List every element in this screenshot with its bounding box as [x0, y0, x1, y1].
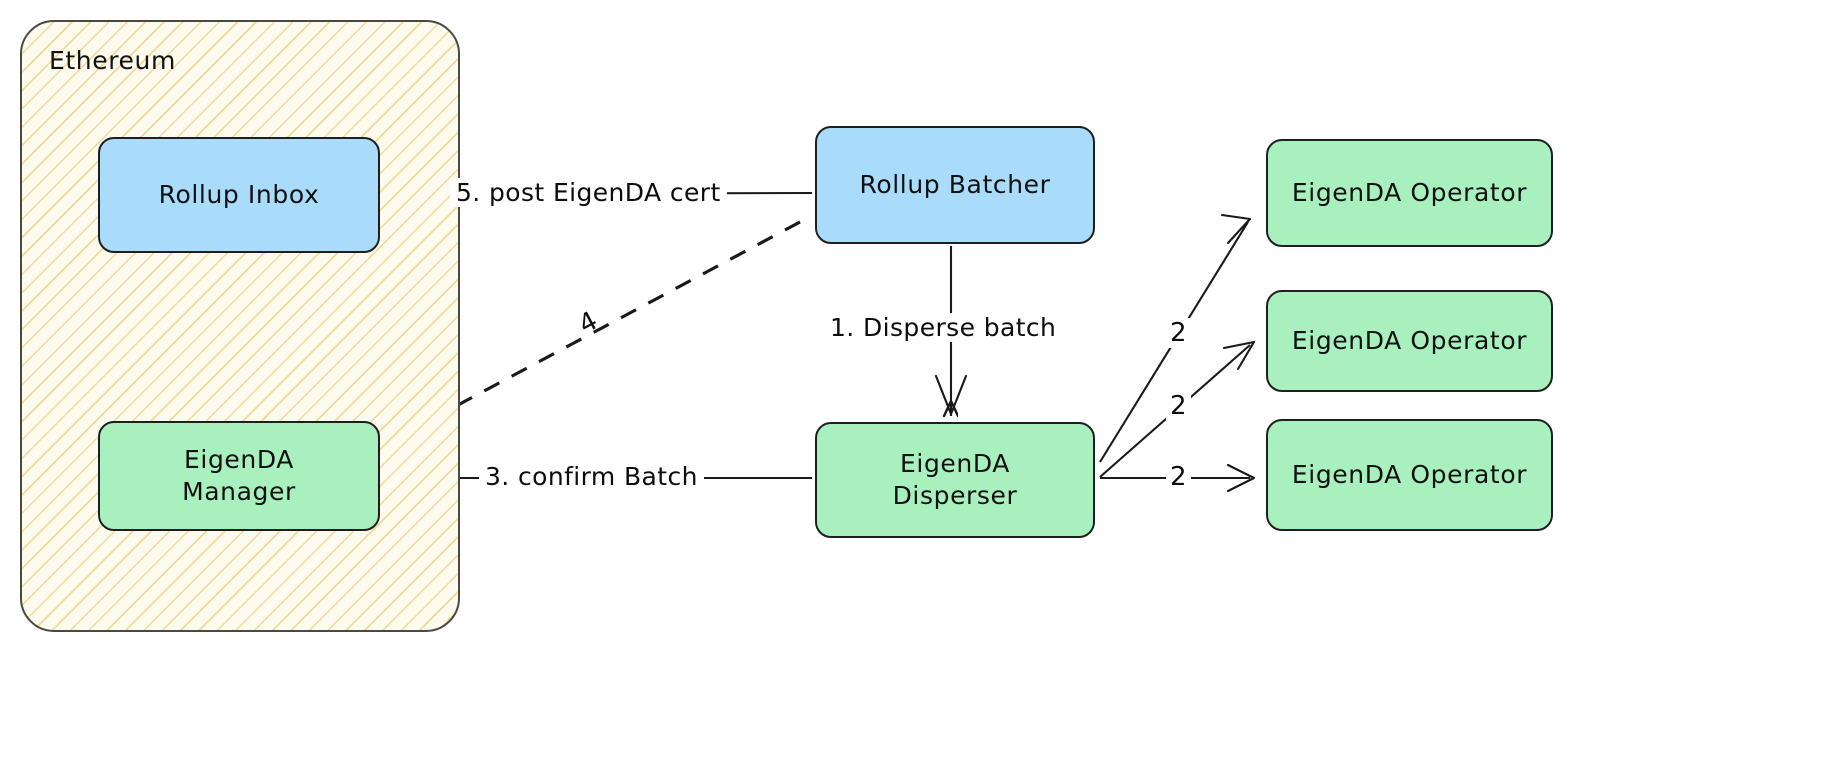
node-rollup-batcher[interactable]: Rollup Batcher [815, 126, 1095, 244]
node-eigenda-disperser[interactable]: EigenDA Disperser [815, 422, 1095, 538]
edge-label-disperse-batch: 1. Disperse batch [824, 313, 1063, 342]
node-eigenda-operator-3[interactable]: EigenDA Operator [1266, 419, 1553, 531]
node-eigenda-operator-2[interactable]: EigenDA Operator [1266, 290, 1553, 392]
node-eigenda-manager[interactable]: EigenDA Manager [98, 421, 380, 531]
edge-label-store-op-3: 2 [1166, 462, 1191, 492]
group-ethereum [20, 20, 460, 632]
edge-label-post-cert: 5. post EigenDA cert [450, 178, 727, 207]
group-ethereum-label: Ethereum [49, 46, 176, 75]
edge-label-store-op-1: 2 [1166, 318, 1191, 348]
node-rollup-inbox[interactable]: Rollup Inbox [98, 137, 380, 253]
node-eigenda-operator-1[interactable]: EigenDA Operator [1266, 139, 1553, 247]
edge-label-store-op-2: 2 [1166, 391, 1191, 421]
edge-label-confirm-batch: 3. confirm Batch [479, 462, 704, 491]
